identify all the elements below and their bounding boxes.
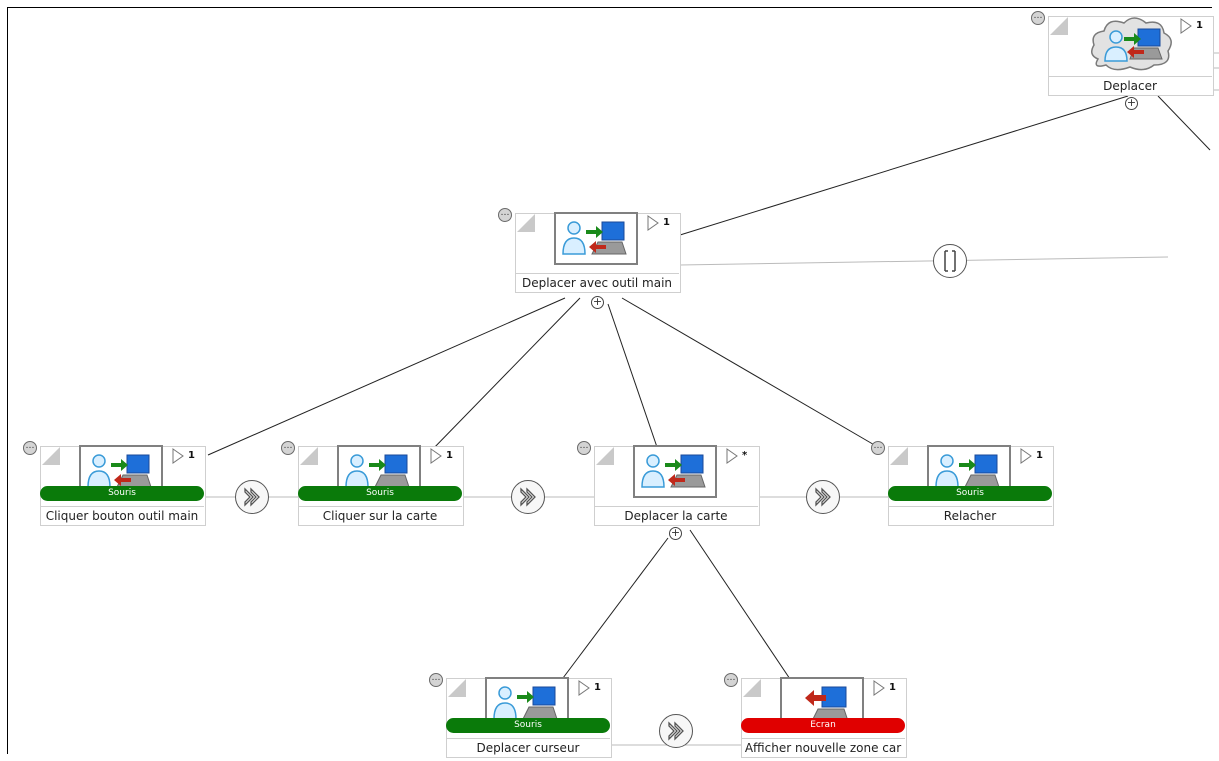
task-node-deplacer-avec-outil-main[interactable]: … 1 Deplacer avec outil main [498,208,681,293]
sequence-operator-icon[interactable] [806,480,840,514]
sequence-operator-icon[interactable] [659,714,693,748]
fold-corner-icon[interactable] [743,679,779,697]
fold-corner-icon[interactable] [42,447,78,465]
fold-corner-icon[interactable] [1050,17,1086,35]
play-icon[interactable] [1180,18,1192,34]
task-node-relacher[interactable]: … 1 Souris Relacher [871,441,1054,526]
node-label: Relacher [888,506,1052,525]
category-badge: Ecran [741,718,905,733]
multiplicity: * [742,450,748,461]
fold-corner-icon[interactable] [596,447,632,465]
fold-corner-icon[interactable] [517,214,553,232]
node-label: Deplacer curseur [446,738,610,757]
task-node-cliquer-bouton-outil-main[interactable]: … 1 Souris Cliquer bouton outil main [23,441,206,526]
options-icon[interactable]: … [281,441,295,455]
edge [1157,95,1211,151]
edge [621,297,884,451]
abstract-user-computer-icon [1088,15,1174,72]
sequence-operator-icon[interactable] [235,480,269,514]
category-badge: Souris [40,486,204,501]
multiplicity: 1 [446,450,453,461]
play-icon[interactable] [578,680,590,696]
user-computer-interaction-icon [554,212,638,265]
concurrent-operator-icon[interactable] [933,244,967,278]
options-icon[interactable]: … [498,208,512,222]
sequence-operator-icon[interactable] [511,480,545,514]
play-icon[interactable] [172,448,184,464]
expand-icon[interactable]: + [669,526,682,540]
fold-corner-icon[interactable] [300,447,336,465]
multiplicity: 1 [663,217,670,228]
multiplicity: 1 [188,450,195,461]
options-icon[interactable]: … [429,673,443,687]
options-icon[interactable]: … [23,441,37,455]
node-label: Cliquer sur la carte [298,506,462,525]
play-icon[interactable] [726,448,738,464]
multiplicity: 1 [889,682,896,693]
node-label: Cliquer bouton outil main [40,506,204,525]
task-node-deplacer[interactable]: … 1 Deplacer [1031,11,1214,96]
expand-icon[interactable]: + [1125,96,1138,110]
play-icon[interactable] [873,680,885,696]
user-computer-interaction-icon [633,445,717,498]
edge [559,537,669,683]
multiplicity: 1 [594,682,601,693]
node-label: Deplacer la carte [594,506,758,525]
fold-corner-icon[interactable] [448,679,484,697]
edge [429,297,581,453]
options-icon[interactable]: … [871,441,885,455]
category-badge: Souris [446,718,610,733]
edge [607,303,659,451]
node-label: Deplacer avec outil main [515,273,679,292]
task-node-deplacer-la-carte[interactable]: … * Deplacer la carte [577,441,760,526]
node-label: Afficher nouvelle zone car [741,738,905,757]
edge [689,529,793,683]
multiplicity: 1 [1196,20,1203,31]
play-icon[interactable] [430,448,442,464]
options-icon[interactable]: … [577,441,591,455]
category-badge: Souris [298,486,462,501]
multiplicity: 1 [1036,450,1043,461]
play-icon[interactable] [1020,448,1032,464]
connector-line [679,256,1169,266]
options-icon[interactable]: … [724,673,738,687]
play-icon[interactable] [647,215,659,231]
task-node-afficher-nouvelle-zone[interactable]: … 1 Ecran Afficher nouvelle zone car [724,673,907,758]
task-node-deplacer-curseur[interactable]: … 1 Souris Deplacer curseur [429,673,612,758]
task-node-cliquer-sur-la-carte[interactable]: … 1 Souris Cliquer sur la carte [281,441,464,526]
edge [207,297,566,456]
fold-corner-icon[interactable] [890,447,926,465]
node-label: Deplacer [1048,76,1212,95]
expand-icon[interactable]: + [591,295,604,309]
options-icon[interactable]: … [1031,11,1045,25]
edge [679,95,1129,236]
diagram-canvas [7,7,1212,754]
category-badge: Souris [888,486,1052,501]
